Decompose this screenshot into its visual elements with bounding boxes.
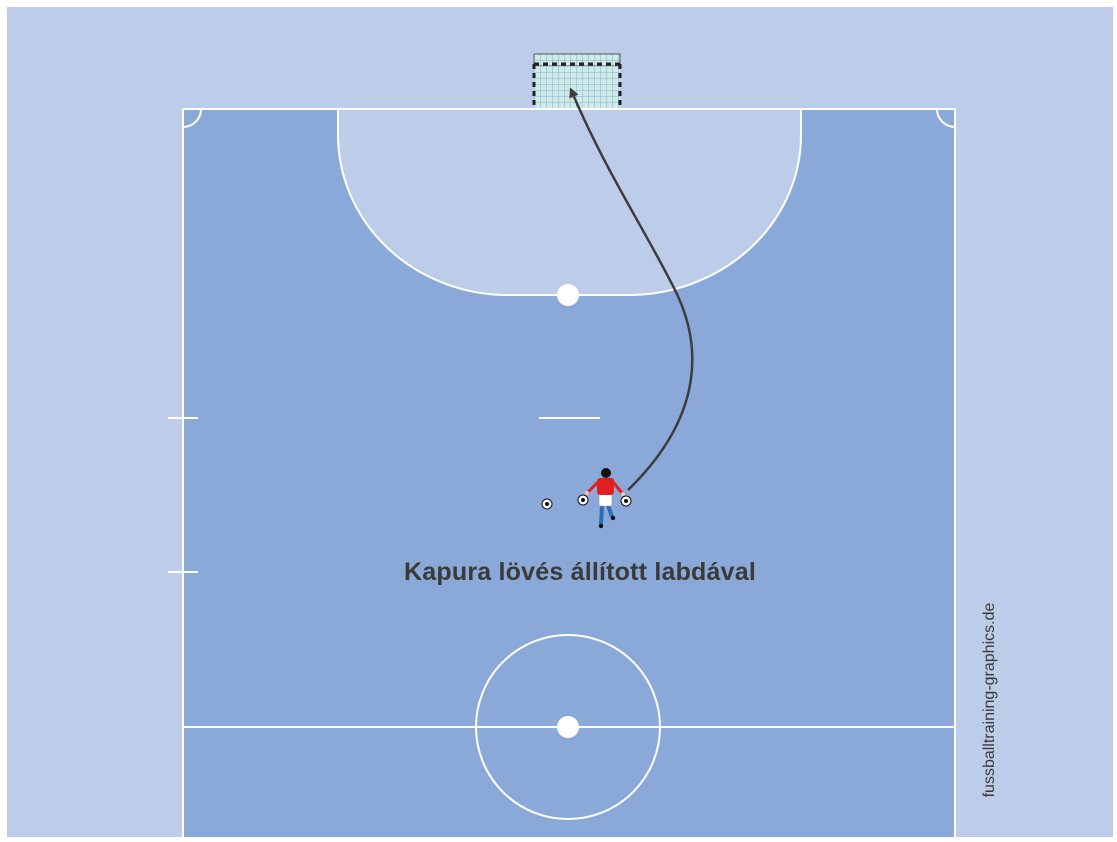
penalty-spot — [557, 284, 579, 306]
shot-arrow — [569, 87, 694, 491]
ball-3 — [620, 495, 632, 507]
pitch-lines — [168, 108, 956, 837]
ball-2 — [577, 494, 589, 506]
player-shooter — [585, 468, 625, 529]
ball-1 — [541, 498, 553, 510]
watermark-text: fussballtraining-graphics.de — [981, 602, 998, 798]
centre-spot — [557, 716, 579, 738]
penalty-area — [337, 108, 802, 296]
drill-title: Kapura lövés állított labdával — [404, 558, 756, 586]
